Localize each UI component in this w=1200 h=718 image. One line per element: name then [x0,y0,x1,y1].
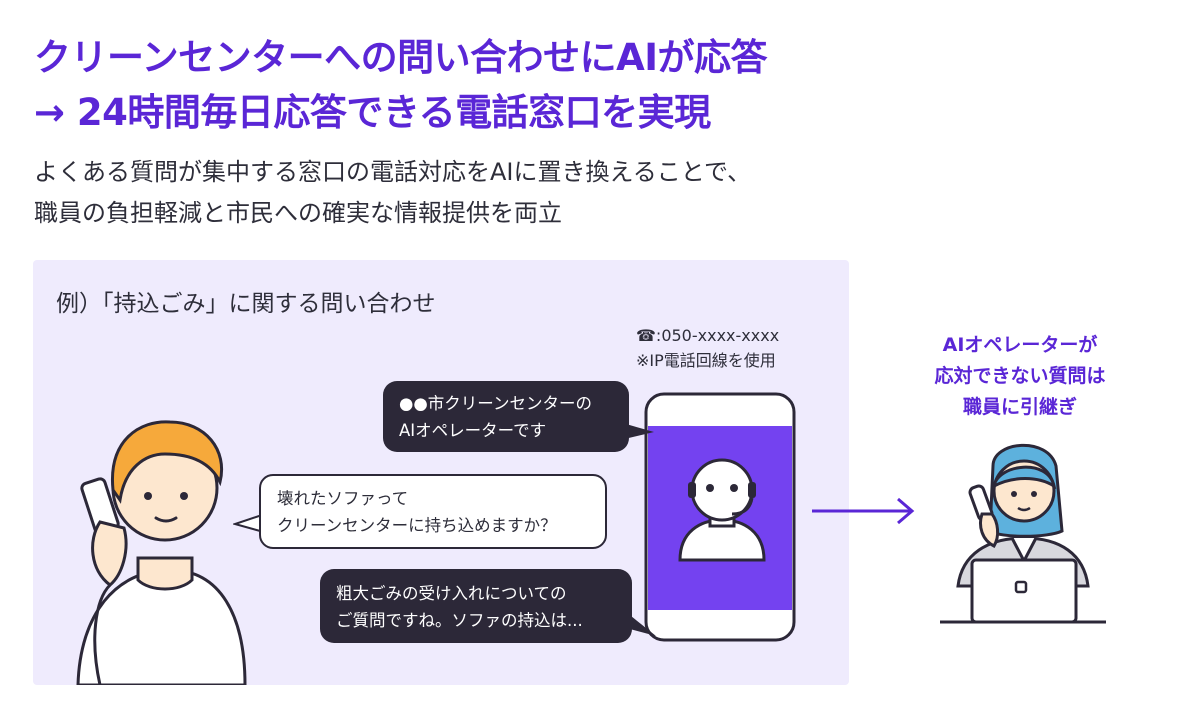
handoff-line-3: 職員に引継ぎ [962,396,1077,418]
bubble-line: ●●市クリーンセンターの [399,394,592,413]
citizen-question-bubble: 壊れたソファって クリーンセンターに持ち込めますか？ [259,474,607,549]
headline-line-2: → 24時間毎日応答できる電話窓口を実現 [34,91,711,134]
phone-info: ☎:050-xxxx-xxxx ※IP電話回線を使用 [636,323,779,373]
handoff-line-2: 応対できない質問は [934,365,1106,387]
bubble-line: ご質問ですね。ソファの持込は... [336,611,583,630]
bubble-line: AIオペレーターです [399,421,547,440]
bubble-tail [626,612,656,636]
bubble-line: 粗大ごみの受け入れについての [336,584,567,603]
phone-line-note: ※IP電話回線を使用 [636,351,776,370]
ai-operator-avatar-icon [678,458,766,562]
smartphone-icon [644,392,796,642]
lead-line-2: 職員の負担軽減と市民への確実な情報提供を両立 [34,199,562,227]
handoff-text: AIオペレーターが 応対できない質問は 職員に引継ぎ [900,330,1140,423]
phone-number: ☎:050-xxxx-xxxx [636,326,780,345]
staff-operator-illustration [940,443,1106,624]
lead-text: よくある質問が集中する窓口の電話対応をAIに置き換えることで、 職員の負担軽減と… [34,152,751,234]
headline: クリーンセンターへの問い合わせにAIが応答 → 24時間毎日応答できる電話窓口を… [34,30,768,140]
right-arrow-icon [812,497,915,525]
handoff-line-1: AIオペレーターが [942,334,1098,356]
ai-greeting-bubble: ●●市クリーンセンターの AIオペレーターです [383,381,629,452]
headline-line-1: クリーンセンターへの問い合わせにAIが応答 [34,36,768,79]
bubble-line: 壊れたソファって [277,489,409,508]
lead-line-1: よくある質問が集中する窓口の電話対応をAIに置き換えることで、 [34,158,752,186]
ai-answer-bubble: 粗大ごみの受け入れについての ご質問ですね。ソファの持込は... [320,569,632,643]
example-title: 例）「持込ごみ」に関する問い合わせ [56,291,436,317]
bubble-line: クリーンセンターに持ち込めますか？ [277,516,557,535]
citizen-illustration [76,420,247,685]
